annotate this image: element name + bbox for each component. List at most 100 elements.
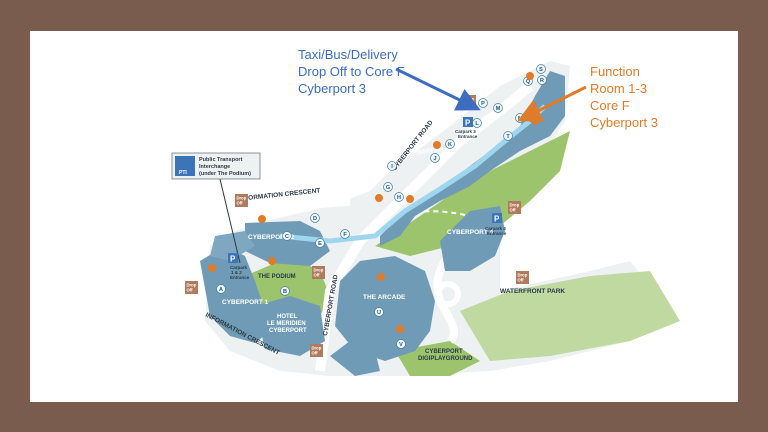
drop-off-label: Off xyxy=(518,278,525,283)
parking-cp3: P Carpark 3 Entrance xyxy=(455,117,478,139)
core-marker-e: E xyxy=(315,238,325,248)
core-letter: F xyxy=(343,232,347,238)
callout-function-room: Function Room 1-3 Core F Cyberport 3 xyxy=(590,63,690,131)
core-marker-m: M xyxy=(493,103,503,113)
label-podium: THE PODIUM xyxy=(258,274,296,280)
core-marker-t: T xyxy=(503,131,513,141)
slide: INFORMATION CRESCENT INFORMATION CRESCEN… xyxy=(30,31,738,402)
label-hotel-1: HOTEL xyxy=(277,314,298,320)
parking-cp3-l1: Carpark 3 xyxy=(455,129,476,134)
campus-map: INFORMATION CRESCENT INFORMATION CRESCEN… xyxy=(171,61,680,376)
corridor-walkway xyxy=(279,104,547,244)
core-letter: L xyxy=(475,121,479,127)
label-cyberport2: CYBERPORT 2 xyxy=(248,234,295,241)
core-letter: H xyxy=(397,195,401,201)
label-waterfront: WATERFRONT PARK xyxy=(500,288,565,295)
parking-cp4: P Carpark 4 Entrance xyxy=(485,213,507,236)
drop-off-label: Drop xyxy=(510,203,520,208)
road-information-crescent xyxy=(202,196,351,246)
drop-off-label: Off xyxy=(187,288,194,293)
legend-pti: PTI Public Transport Interchange (under … xyxy=(171,152,261,264)
core-letter: Q xyxy=(526,79,531,85)
core-letter: C xyxy=(285,234,289,240)
core-letter: V xyxy=(399,342,403,348)
parking-cp4-l1: Carpark 4 xyxy=(485,226,506,231)
core-letter: I xyxy=(391,164,393,170)
core-letter: M xyxy=(496,106,501,112)
callout-taxi-line3: Cyberport 3 xyxy=(298,81,366,96)
eye-icon xyxy=(396,325,404,333)
core-marker-c: C xyxy=(282,231,292,241)
building-podium xyxy=(210,231,255,261)
core-letter: D xyxy=(313,216,317,222)
core-marker-u: U xyxy=(374,307,384,317)
callout-func-line1: Function xyxy=(590,64,640,79)
eye-icon xyxy=(526,72,534,80)
core-marker-h: H xyxy=(394,192,404,202)
building-hotel xyxy=(255,296,325,356)
label-cyberport4: CYBERPORT 4 xyxy=(447,229,494,236)
eye-icon xyxy=(377,273,385,281)
core-letter: G xyxy=(386,185,390,191)
parking-cp12-l2: 1 & 2 xyxy=(231,270,242,275)
callout-taxi-drop-off: Taxi/Bus/Delivery Drop Off to Core F Cyb… xyxy=(298,46,438,97)
core-letter: N xyxy=(518,116,522,122)
building-cyberport1 xyxy=(200,246,270,343)
callout-taxi-line1: Taxi/Bus/Delivery xyxy=(298,47,398,62)
callout-func-line4: Cyberport 3 xyxy=(590,115,658,130)
legend-leader xyxy=(219,178,241,264)
core-letter: U xyxy=(377,310,381,316)
taxi-arrow xyxy=(395,67,481,111)
parking-cp3-l2: Entrance xyxy=(458,134,478,139)
label-digi-1: CYBERPORT xyxy=(425,349,463,355)
core-marker-k: K xyxy=(445,139,455,149)
callout-func-line3: Core F xyxy=(590,98,630,113)
parking-cp3-symbol: P xyxy=(465,119,471,128)
callout-func-line2: Room 1-3 xyxy=(590,81,648,96)
eye-icon xyxy=(433,141,441,149)
core-marker-f: F xyxy=(340,229,350,239)
drop-off-label: Drop xyxy=(237,196,247,201)
core-marker-l: L xyxy=(472,118,482,128)
core-letter: A xyxy=(219,287,223,293)
core-letter: K xyxy=(448,142,452,148)
green-area-north xyxy=(375,131,570,256)
building-cyberport3 xyxy=(380,71,565,246)
roundabout xyxy=(435,281,461,307)
core-marker-j: J xyxy=(430,153,440,163)
core-letter: B xyxy=(283,289,287,295)
label-hotel-2: LE MERIDIEN xyxy=(267,321,306,327)
drop-off-label: Off xyxy=(312,351,319,356)
green-area-south xyxy=(395,341,480,376)
parking-cp12-l3: Entrance xyxy=(230,275,250,280)
drop-off-label: Drop xyxy=(187,283,197,288)
core-marker-r: R xyxy=(537,75,547,85)
eye-icon xyxy=(406,195,414,203)
green-area-east xyxy=(460,271,680,361)
core-marker-p: P xyxy=(478,98,488,108)
legend-line1: Public Transport xyxy=(199,157,243,163)
parking-cp12-l1: Carpark xyxy=(230,265,248,270)
drop-off-label: Off xyxy=(237,201,244,206)
eye-icon xyxy=(258,215,266,223)
drop-off-label: Off xyxy=(314,273,321,278)
parking-cp4-symbol: P xyxy=(494,215,500,224)
dashed-path xyxy=(389,210,471,222)
legend-code: PTI xyxy=(179,170,187,176)
drop-off-label: Drop xyxy=(312,346,322,351)
core-letter: S xyxy=(539,67,543,73)
legend-line3: (under The Podium) xyxy=(199,171,251,177)
legend-line2: Interchange xyxy=(199,164,230,170)
label-arcade: THE ARCADE xyxy=(363,294,406,301)
core-letter: E xyxy=(318,241,322,247)
drop-off-label: Off xyxy=(510,208,517,213)
parking-cp12: P Carpark 1 & 2 Entrance xyxy=(228,253,250,280)
bus-icon xyxy=(175,156,195,176)
core-marker-b: B xyxy=(280,286,290,296)
building-cyberport4 xyxy=(440,206,505,271)
eye-icon xyxy=(531,117,539,125)
